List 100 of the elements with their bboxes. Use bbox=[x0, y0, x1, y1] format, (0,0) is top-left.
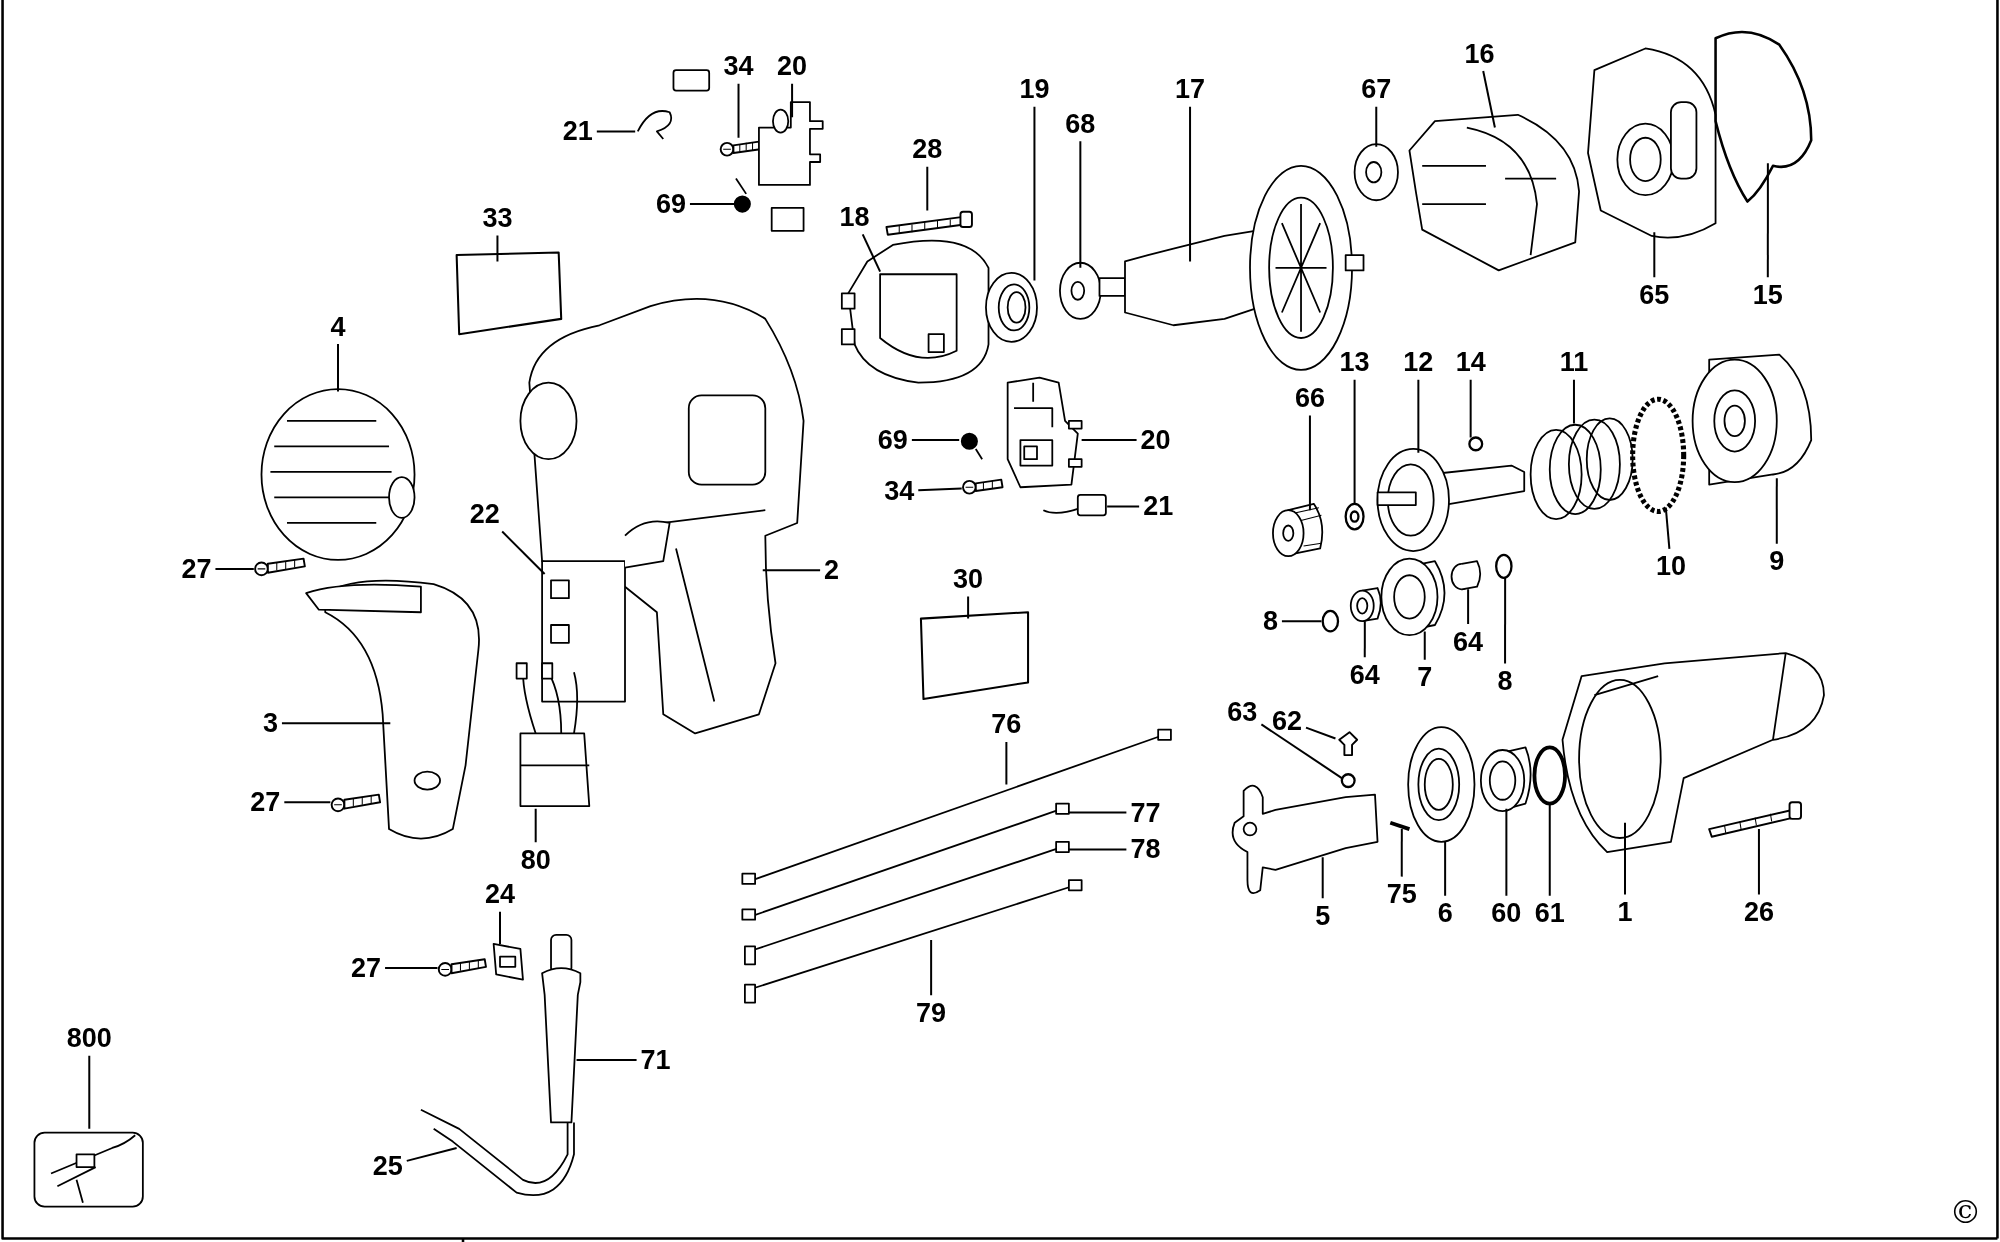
screw-drawing bbox=[962, 478, 1004, 495]
label-plate-drawing bbox=[919, 611, 1030, 700]
leader-line bbox=[1067, 811, 1128, 814]
callout-number: 25 bbox=[372, 1152, 403, 1180]
wire-drawing bbox=[741, 802, 1070, 921]
leader-line bbox=[283, 801, 332, 804]
leader-line bbox=[1005, 741, 1008, 786]
leader-line bbox=[930, 939, 933, 997]
leader-line bbox=[1400, 828, 1403, 878]
leader-line bbox=[926, 165, 929, 212]
callout-number: 69 bbox=[877, 426, 908, 454]
o-ring-drawing bbox=[1532, 745, 1567, 806]
leader-line bbox=[1308, 414, 1311, 512]
end-plate-drawing bbox=[1587, 47, 1717, 239]
leader-line bbox=[737, 82, 740, 139]
carbon-brush-drawing bbox=[636, 69, 711, 140]
callout-number: 4 bbox=[330, 313, 346, 340]
wire-drawing bbox=[744, 879, 1083, 1004]
leader-line bbox=[384, 967, 439, 970]
leader-line bbox=[1321, 856, 1324, 900]
anvil-drawing bbox=[1231, 784, 1379, 895]
leader-line bbox=[1080, 439, 1138, 442]
callout-number: 8 bbox=[1497, 667, 1513, 695]
wire-drawing bbox=[744, 840, 1070, 966]
trigger-switch-drawing bbox=[541, 520, 671, 703]
callout-number: 800 bbox=[66, 1024, 112, 1052]
leader-line bbox=[1504, 576, 1507, 665]
callout-number: 68 bbox=[1065, 110, 1096, 138]
callout-number: 21 bbox=[1143, 492, 1174, 520]
capacitor-drawing bbox=[515, 662, 591, 807]
leader-line bbox=[534, 807, 537, 844]
callout-number: 69 bbox=[655, 190, 686, 218]
callout-number: 26 bbox=[1743, 898, 1774, 926]
leader-line bbox=[1375, 105, 1378, 148]
callout-number: 80 bbox=[520, 846, 551, 874]
callout-number: 5 bbox=[1315, 902, 1331, 930]
callout-number: 1 bbox=[1617, 898, 1633, 926]
gasket-drawing bbox=[1714, 30, 1813, 203]
screw-drawing bbox=[1708, 801, 1802, 838]
bearing-drawing bbox=[1479, 746, 1532, 813]
hammer-cage-drawing bbox=[1691, 353, 1813, 486]
spring-drawing bbox=[1529, 417, 1634, 521]
callout-number: 16 bbox=[1464, 40, 1495, 68]
callout-number: 28 bbox=[912, 135, 943, 163]
bushing-drawing bbox=[1272, 502, 1324, 557]
leader-line bbox=[1757, 828, 1760, 896]
ball-drawing bbox=[1468, 436, 1484, 452]
handle-cover-drawing bbox=[305, 579, 480, 840]
leader-line bbox=[1280, 620, 1323, 623]
screw-drawing bbox=[885, 210, 973, 236]
callout-number: 22 bbox=[469, 500, 500, 528]
callout-number: 24 bbox=[485, 880, 515, 908]
callout-number: 65 bbox=[1639, 281, 1670, 309]
brush-spring-drawing bbox=[960, 432, 984, 461]
screw-drawing bbox=[254, 557, 306, 577]
callout-number: 2 bbox=[824, 556, 840, 584]
leader-line bbox=[1189, 105, 1192, 263]
bearing-drawing bbox=[1380, 557, 1446, 637]
leader-line bbox=[1548, 802, 1551, 897]
seal-drawing bbox=[1407, 726, 1476, 843]
bushing-drawing bbox=[1450, 560, 1482, 591]
leader-line bbox=[761, 569, 822, 572]
cable-kit-drawing bbox=[33, 1131, 144, 1208]
leader-line bbox=[1467, 588, 1470, 626]
pin-drawing bbox=[1389, 820, 1411, 831]
leader-line bbox=[1653, 231, 1656, 279]
callout-number: 63 bbox=[1227, 698, 1258, 726]
callout-number: 11 bbox=[1559, 348, 1589, 376]
brush-spring-drawing bbox=[733, 177, 751, 213]
callout-number: 10 bbox=[1655, 552, 1686, 580]
leader-line bbox=[1106, 505, 1141, 508]
leader-line bbox=[1363, 620, 1366, 659]
leader-line bbox=[1469, 378, 1472, 439]
leader-line bbox=[501, 530, 546, 575]
bearing-drawing bbox=[985, 272, 1038, 343]
leader-line bbox=[917, 487, 963, 492]
screw-drawing bbox=[1338, 731, 1359, 757]
washer-drawing bbox=[1344, 502, 1365, 531]
callout-number: 75 bbox=[1386, 880, 1417, 908]
callout-number: 20 bbox=[1140, 426, 1171, 454]
callout-number: 67 bbox=[1361, 75, 1392, 103]
callout-number: 14 bbox=[1455, 348, 1486, 376]
spindle-drawing bbox=[1376, 448, 1526, 552]
leader-line bbox=[280, 722, 392, 725]
washer-drawing bbox=[1495, 553, 1513, 579]
callout-number: 27 bbox=[250, 788, 281, 816]
leader-line bbox=[1775, 477, 1778, 545]
leader-line bbox=[1624, 821, 1626, 896]
leader-line bbox=[1079, 140, 1082, 269]
leader-line bbox=[1505, 807, 1508, 897]
label-plate-drawing bbox=[455, 251, 563, 336]
callout-number: 20 bbox=[777, 52, 808, 80]
leader-line bbox=[1766, 162, 1769, 279]
cord-clamp-drawing bbox=[492, 943, 524, 981]
fan-baffle-drawing bbox=[1408, 113, 1580, 272]
ball-race-drawing bbox=[1630, 396, 1687, 515]
callout-number: 8 bbox=[1262, 607, 1278, 635]
carbon-brush-drawing bbox=[1042, 494, 1107, 517]
leader-line bbox=[496, 234, 499, 263]
power-cord-drawing bbox=[420, 1108, 575, 1196]
